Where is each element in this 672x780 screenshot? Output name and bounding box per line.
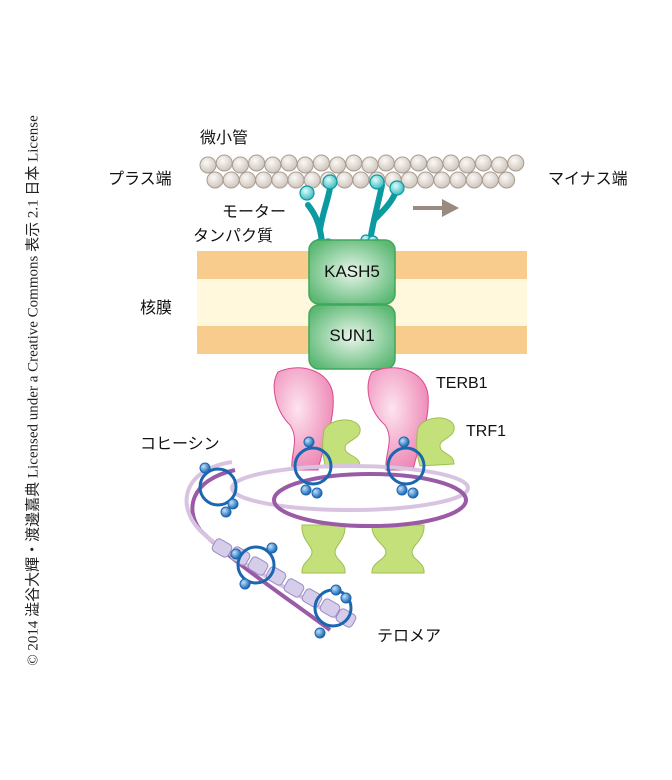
tubulin-subunit (410, 154, 428, 172)
cohesin-head (300, 484, 312, 496)
tubulin-subunit (271, 171, 289, 189)
label-nuclear-envelope: 核膜 (140, 298, 173, 317)
label-plus-end: プラス端 (108, 169, 172, 188)
tubulin-subunit (507, 154, 525, 172)
tubulin-subunit (458, 156, 476, 174)
tubulin-subunit (426, 156, 444, 174)
tubulin-subunit (449, 171, 467, 189)
tubulin-subunit (329, 156, 347, 174)
cohesin-ring (198, 467, 238, 507)
tubulin-subunit (417, 171, 435, 189)
label-telomere: テロメア (377, 626, 442, 645)
cohesin-ring (293, 446, 333, 486)
tubulin-subunit (264, 156, 282, 174)
cohesin-head (266, 542, 278, 554)
tubulin-subunit (222, 171, 240, 189)
nucleosome (211, 538, 233, 558)
cohesin-head (398, 436, 410, 448)
tubulin-subunit (433, 171, 451, 189)
tubulin-subunit (336, 171, 354, 189)
tubulin-subunit (361, 156, 379, 174)
label-kash5: KASH5 (324, 262, 380, 281)
cohesin-ring (386, 446, 426, 486)
nucleosome (247, 556, 269, 576)
tubulin-subunit (393, 156, 411, 174)
cohesin-head (314, 627, 326, 639)
trf1-protein (301, 417, 455, 574)
cohesin-head (311, 487, 323, 499)
cohesin-ring (236, 545, 276, 585)
nucleosome (265, 566, 287, 586)
kash5-protein (308, 239, 396, 305)
cohesin-rings (198, 436, 426, 639)
cohesin-head (407, 487, 419, 499)
label-minus-end: マイナス端 (548, 169, 628, 188)
nucleosome (283, 578, 305, 598)
motor-protein (305, 182, 399, 245)
label-cohesin: コヒーシン (140, 434, 220, 453)
cohesin-head (303, 436, 315, 448)
terb1-protein (273, 367, 429, 471)
copyright-credit: © 2014 澁谷大輝・渡邊嘉典 Licensed under a Creati… (25, 115, 42, 666)
label-motor-2: タンパク質 (193, 226, 274, 245)
tubulin-subunit (296, 156, 314, 174)
tubulin-subunit (377, 154, 395, 172)
tubulin-subunit (491, 156, 509, 174)
cohesin-head (220, 506, 232, 518)
nucleosome (319, 598, 341, 618)
microtubule (199, 154, 525, 189)
tubulin-subunit (215, 154, 233, 172)
tubulin-subunit (498, 171, 516, 189)
cohesin-head (239, 578, 251, 590)
tubulin-subunit (442, 154, 460, 172)
arrow-right-icon (413, 199, 459, 217)
tubulin-subunit (352, 171, 370, 189)
label-sun1: SUN1 (329, 326, 375, 345)
cohesin-head (330, 584, 342, 596)
tubulin-subunit (238, 171, 256, 189)
tubulin-subunit (287, 171, 305, 189)
label-microtubule: 微小管 (200, 128, 249, 147)
cohesin-head (340, 592, 352, 604)
sun1-protein (308, 304, 396, 370)
tubulin-subunit (248, 154, 266, 172)
cohesin-head (227, 498, 239, 510)
label-trf1: TRF1 (466, 423, 506, 440)
tubulin-subunit (206, 171, 224, 189)
tubulin-subunit (312, 154, 330, 172)
tubulin-subunit (255, 171, 273, 189)
tubulin-subunit (280, 154, 298, 172)
cohesin-head (230, 548, 242, 560)
label-motor-1: モーター (222, 202, 287, 221)
tubulin-subunit (231, 156, 249, 174)
cohesin-head (396, 484, 408, 496)
tubulin-subunit (474, 154, 492, 172)
tubulin-subunit (481, 171, 499, 189)
cohesin-head (199, 462, 211, 474)
tubulin-subunit (465, 171, 483, 189)
label-terb1: TERB1 (436, 375, 488, 392)
tubulin-subunit (199, 156, 217, 174)
tubulin-subunit (345, 154, 363, 172)
